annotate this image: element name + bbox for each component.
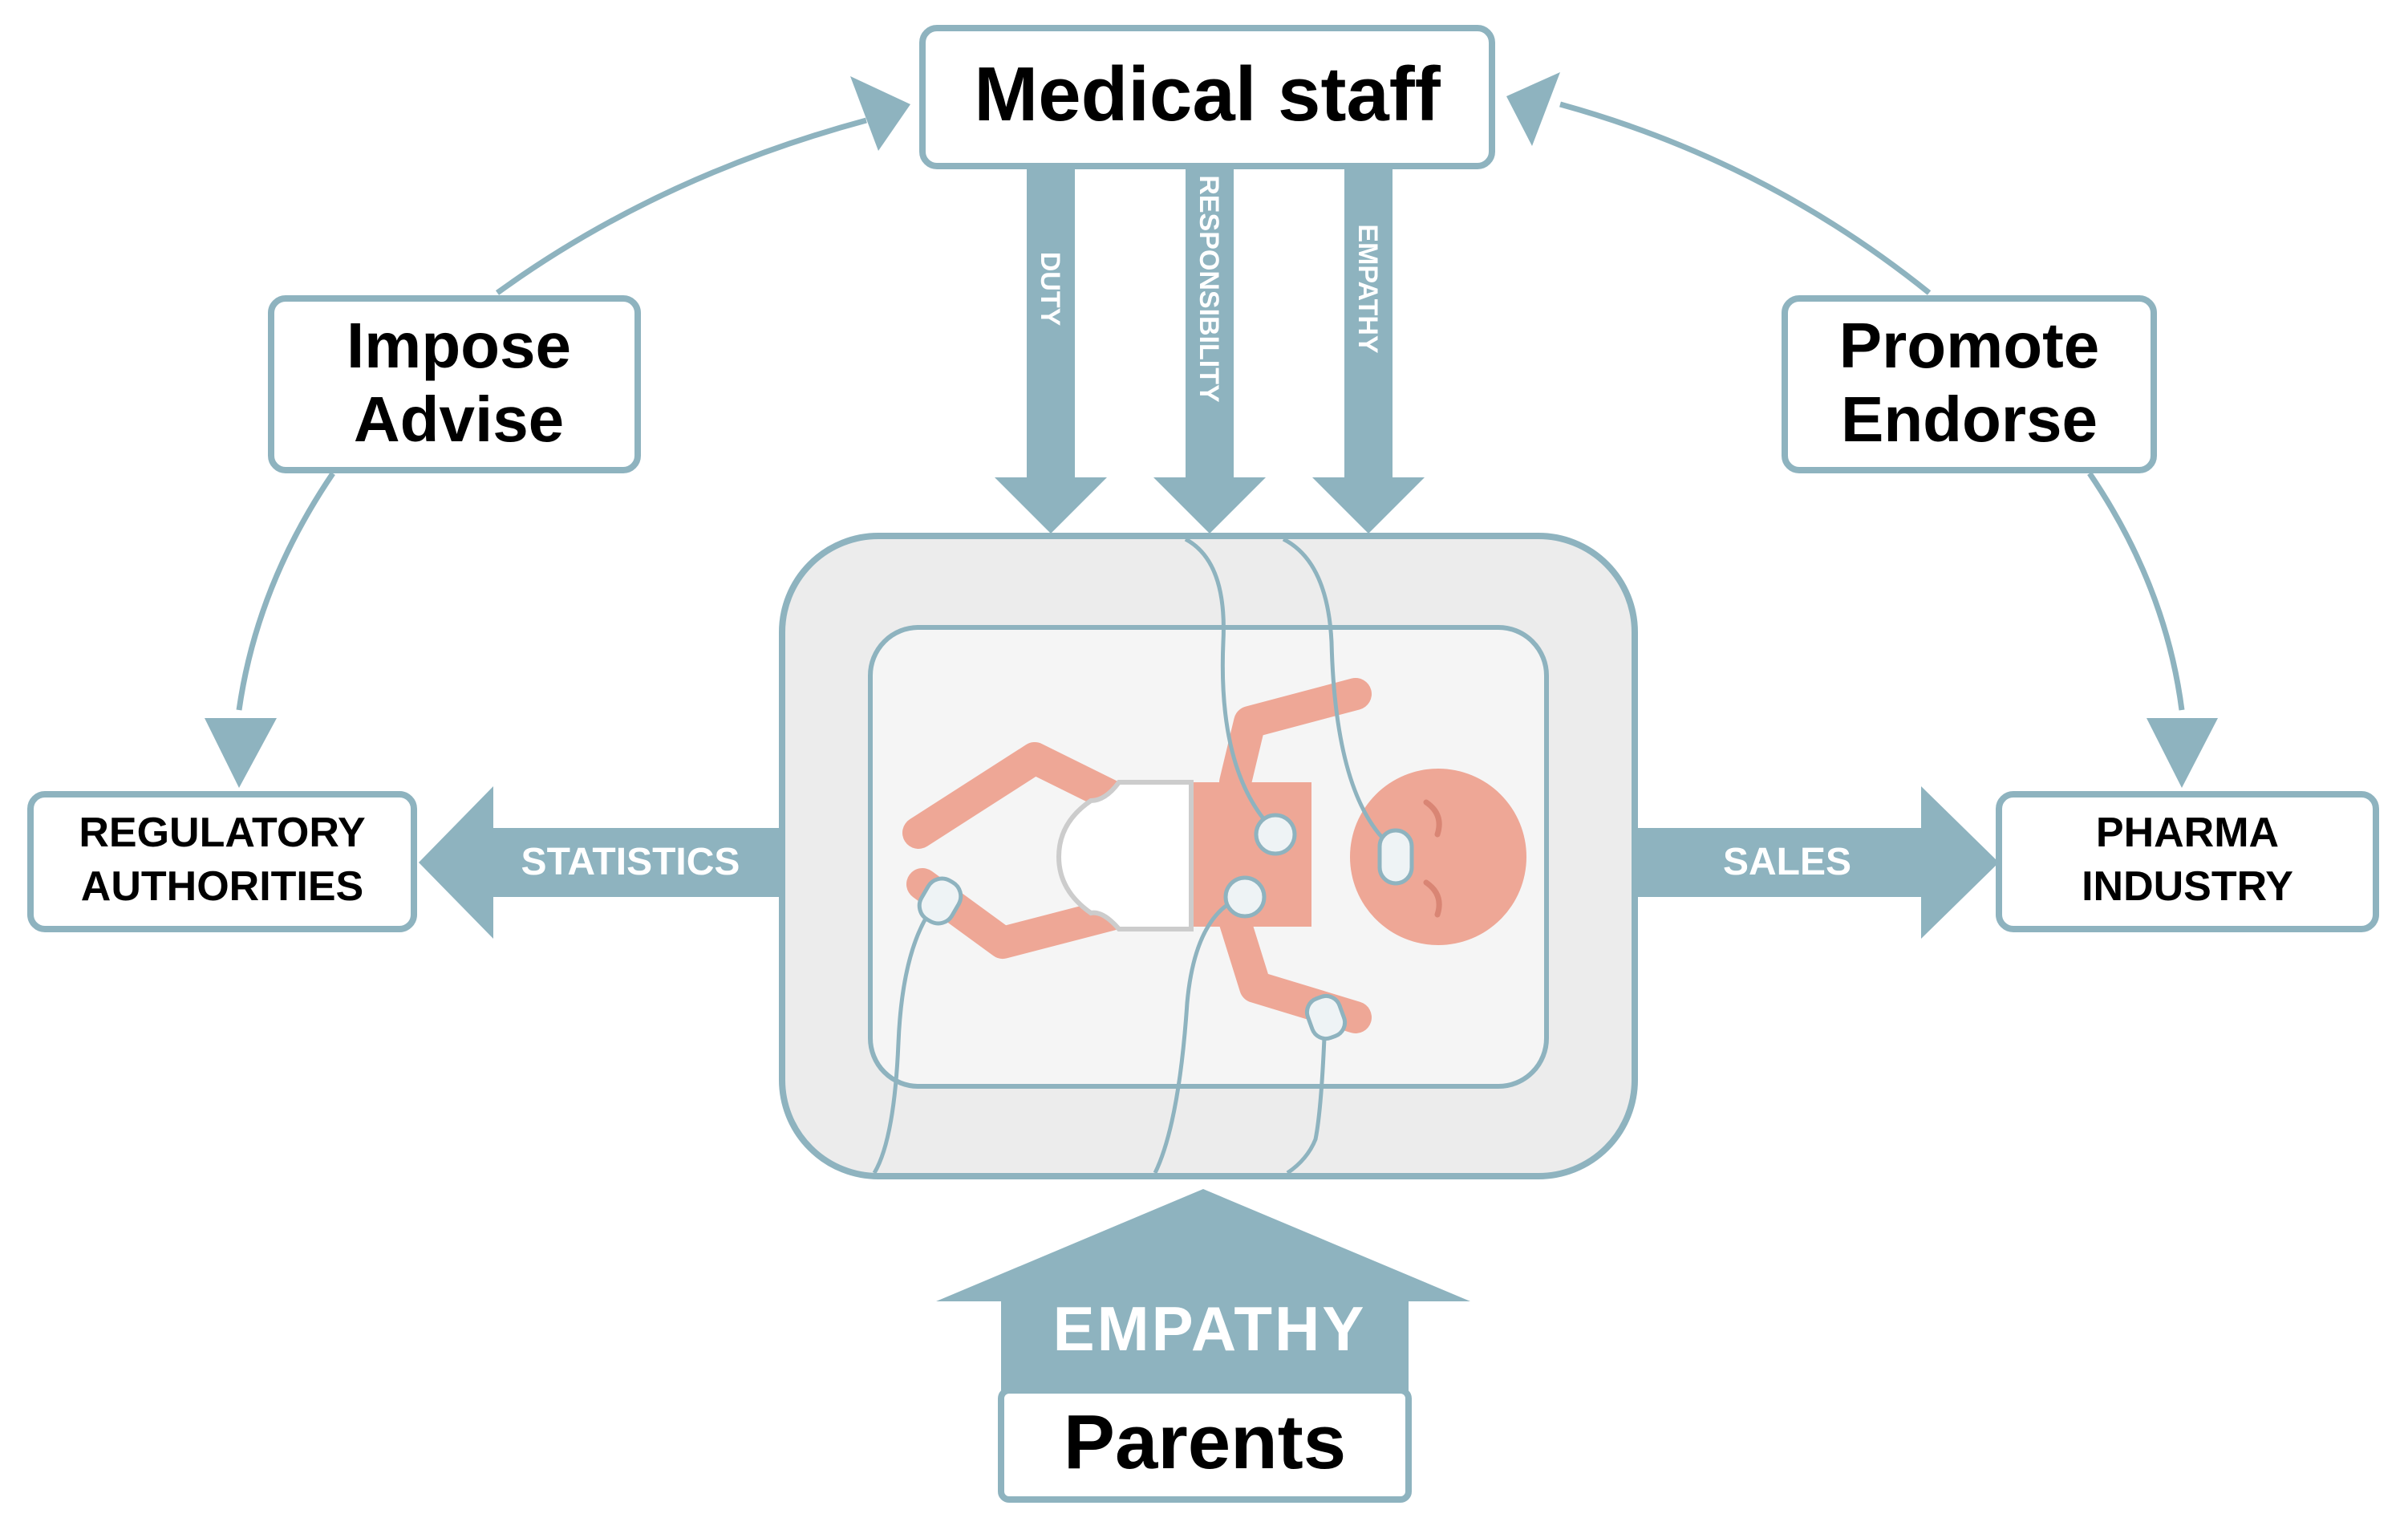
empathy-staff-label: EMPATHY bbox=[1352, 224, 1383, 354]
authorities-label: AUTHORITIES bbox=[81, 863, 363, 910]
arrowhead-to-staff-left bbox=[850, 76, 910, 151]
arrowhead-to-regulatory bbox=[205, 718, 277, 788]
empathy-staff-arrow: EMPATHY bbox=[1312, 168, 1425, 534]
infant-eye-top bbox=[1423, 799, 1442, 838]
impose-to-regulatory-curve bbox=[236, 472, 335, 711]
industry-label: INDUSTRY bbox=[2082, 863, 2293, 910]
electrode-foot bbox=[917, 876, 963, 926]
electrode-chest-2 bbox=[1223, 875, 1267, 919]
infant-leg-upper bbox=[902, 742, 1127, 849]
impose-label: Impose bbox=[347, 310, 571, 381]
medical-staff-box: Medical staff bbox=[919, 25, 1495, 169]
duty-label: DUTY bbox=[1035, 252, 1065, 327]
incubator-with-infant-icon bbox=[779, 533, 1638, 1179]
promote-endorse-box: Promote Endorse bbox=[1782, 295, 2157, 473]
empathy-parents-arrow: EMPATHY bbox=[936, 1189, 1470, 1390]
electrode-head bbox=[1377, 828, 1414, 886]
infant-head bbox=[1350, 769, 1526, 945]
pharma-industry-box: PHARMA INDUSTRY bbox=[1996, 791, 2379, 932]
arrowhead-to-staff-right bbox=[1506, 72, 1560, 146]
duty-arrow: DUTY bbox=[995, 168, 1107, 534]
promote-to-pharma-curve bbox=[2087, 472, 2185, 711]
parents-label: Parents bbox=[1064, 1399, 1346, 1485]
sales-label: SALES bbox=[1723, 841, 1851, 883]
impose-advise-box: Impose Advise bbox=[268, 295, 641, 473]
medical-staff-label: Medical staff bbox=[974, 51, 1441, 137]
statistics-arrow: STATISTICS bbox=[419, 786, 782, 939]
electrode-hand bbox=[1304, 993, 1348, 1041]
regulatory-authorities-box: REGULATORY AUTHORITIES bbox=[27, 791, 417, 932]
curved-connectors bbox=[236, 101, 2185, 711]
electrode-chest-1 bbox=[1254, 813, 1297, 856]
monitor-wires bbox=[872, 537, 1396, 1175]
sales-arrow: SALES bbox=[1635, 786, 1999, 939]
electrodes bbox=[917, 813, 1414, 1041]
statistics-label: STATISTICS bbox=[521, 841, 740, 883]
infant-eye-bottom bbox=[1423, 879, 1442, 918]
arrowhead-to-pharma bbox=[2147, 718, 2218, 788]
empathy-parents-label: EMPATHY bbox=[1053, 1293, 1367, 1364]
responsibility-label: RESPONSIBILITY bbox=[1194, 175, 1224, 403]
impose-to-staff-curve bbox=[495, 117, 867, 295]
endorse-label: Endorse bbox=[1841, 384, 2098, 455]
infant-arm-upper bbox=[1219, 678, 1372, 798]
promote-label: Promote bbox=[1839, 310, 2100, 381]
advise-label: Advise bbox=[354, 384, 564, 455]
curved-arrowheads bbox=[205, 72, 2218, 788]
promote-to-staff-curve bbox=[1559, 101, 1932, 295]
pharma-label: PHARMA bbox=[2096, 810, 2279, 856]
regulatory-label: REGULATORY bbox=[79, 810, 365, 856]
infant-diaper bbox=[1056, 780, 1194, 931]
parents-box: Parents bbox=[998, 1387, 1412, 1503]
responsibility-arrow: RESPONSIBILITY bbox=[1153, 168, 1266, 534]
